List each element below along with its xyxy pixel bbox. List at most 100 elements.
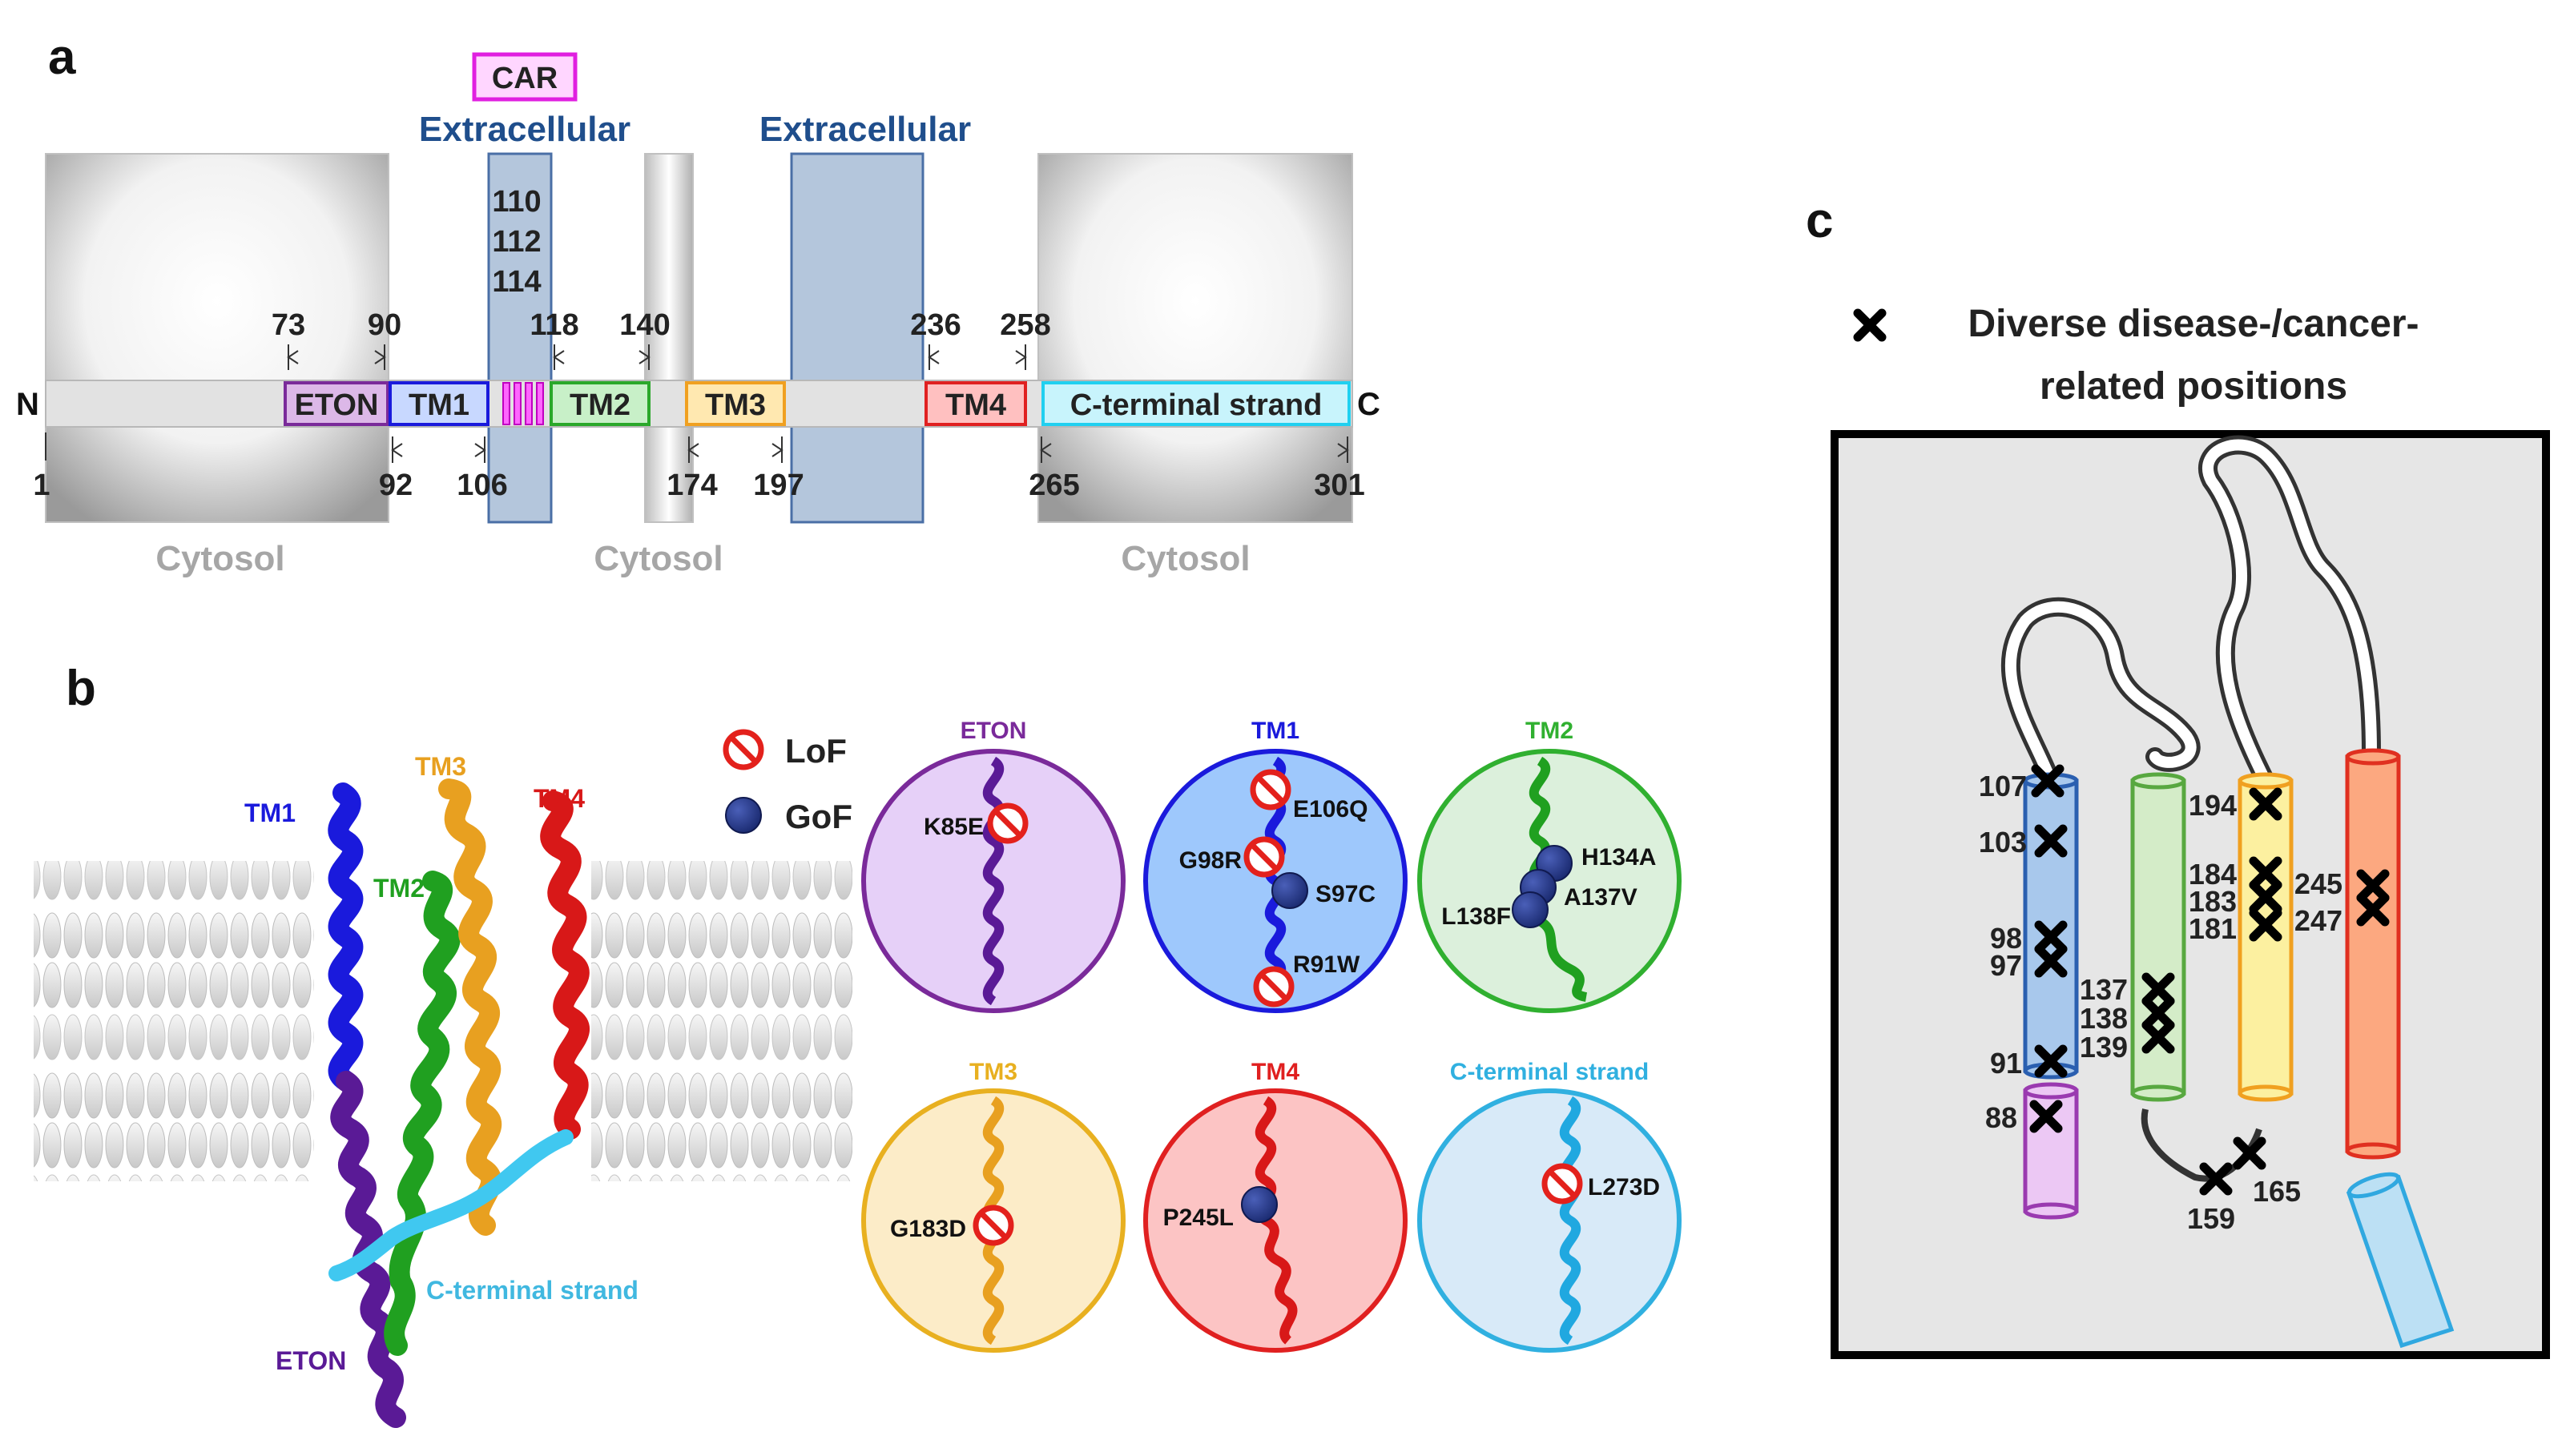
circle-title-tm3: TM3 bbox=[969, 1059, 1017, 1085]
position-91: 91 bbox=[1990, 1047, 2022, 1080]
segment-cterminal-strand-label: C-terminal strand bbox=[1070, 388, 1323, 422]
circle-title-tm1: TM1 bbox=[1251, 718, 1299, 744]
lof-legend-label: LoF bbox=[785, 732, 847, 770]
mutation-a137v: A137V bbox=[1564, 884, 1638, 911]
position-103: 103 bbox=[1979, 826, 2027, 859]
mutation-circle-tm3: TM3 G183D bbox=[861, 1059, 1126, 1353]
membrane-box bbox=[1831, 430, 2550, 1359]
circle-title-eton: ETON bbox=[961, 718, 1027, 744]
extracellular-label-2: Extracellular bbox=[759, 110, 971, 149]
car-stripes bbox=[502, 382, 544, 425]
segment-tm1-label: TM1 bbox=[409, 388, 469, 422]
cylinder-tm2 bbox=[2130, 772, 2186, 1102]
circle-title-tm4: TM4 bbox=[1251, 1059, 1299, 1085]
segment-tm4 bbox=[924, 381, 1027, 426]
bottom-position-174: 174 bbox=[667, 469, 717, 502]
car-position-114: 114 bbox=[492, 265, 541, 299]
top-position-258: 258 bbox=[1000, 308, 1050, 342]
helix-tm1 bbox=[328, 782, 364, 1092]
cytosol-label-right: Cytosol bbox=[1121, 539, 1250, 578]
range-markers-bottom bbox=[45, 432, 1349, 463]
extracellular-box-2 bbox=[790, 152, 924, 524]
range-markers-top bbox=[287, 344, 1027, 370]
gof-legend-label: GoF bbox=[785, 798, 852, 835]
legend-line-1: Diverse disease-/cancer- bbox=[1968, 303, 2419, 345]
segment-eton bbox=[284, 381, 389, 426]
lof-legend-icon bbox=[726, 732, 761, 767]
structure-label-tm1: TM1 bbox=[244, 798, 296, 827]
c-terminus-label: C bbox=[1357, 387, 1380, 422]
mutation-l138f: L138F bbox=[1441, 903, 1511, 930]
cytosol-box-left bbox=[45, 153, 389, 523]
panel-label-c: c bbox=[1806, 193, 1833, 248]
circle-title-tm2: TM2 bbox=[1525, 718, 1573, 744]
top-position-118: 118 bbox=[530, 308, 578, 342]
position-184: 184 bbox=[2189, 858, 2237, 891]
bottom-position-265: 265 bbox=[1029, 469, 1079, 502]
bottom-position-197: 197 bbox=[753, 469, 804, 502]
protein-structure bbox=[328, 778, 590, 1428]
mutation-k85e: K85E bbox=[924, 814, 984, 840]
cytosol-label-left: Cytosol bbox=[155, 539, 284, 578]
segment-tm2 bbox=[550, 381, 651, 426]
structure-label-tm3: TM3 bbox=[415, 752, 466, 781]
membrane-left bbox=[34, 861, 314, 1181]
structure-label-tm2: TM2 bbox=[373, 874, 425, 903]
cytosol-box-middle bbox=[644, 153, 694, 523]
top-position-236: 236 bbox=[910, 308, 961, 342]
panel-label-b: b bbox=[66, 661, 96, 716]
position-245: 245 bbox=[2294, 867, 2342, 900]
position-98: 98 bbox=[1990, 922, 2022, 955]
mutation-circle-tm4: TM4 P245L bbox=[1143, 1059, 1408, 1353]
helix-tm4 bbox=[540, 790, 590, 1140]
segment-tm2-label: TM2 bbox=[570, 388, 630, 422]
bottom-position-92: 92 bbox=[379, 469, 413, 502]
structure-label-tm4: TM4 bbox=[534, 784, 585, 813]
extracellular-label-1: Extracellular bbox=[419, 110, 630, 149]
cylinder-cterminal-strand bbox=[2346, 1172, 2455, 1349]
legend-x-icon bbox=[1858, 313, 1882, 337]
position-181: 181 bbox=[2189, 912, 2237, 945]
mutation-p245l: P245L bbox=[1163, 1205, 1234, 1231]
mutation-g98r: G98R bbox=[1179, 847, 1243, 874]
segment-tm4-label: TM4 bbox=[945, 388, 1006, 422]
mutation-s97c: S97C bbox=[1315, 881, 1376, 907]
n-terminus-label: N bbox=[16, 387, 39, 422]
top-position-140: 140 bbox=[619, 308, 670, 342]
top-position-90: 90 bbox=[368, 308, 401, 342]
structure-label-eton: ETON bbox=[276, 1346, 346, 1375]
bottom-position-106: 106 bbox=[457, 469, 507, 502]
car-label: CAR bbox=[492, 62, 558, 95]
mutation-circle-eton: ETON K85E bbox=[861, 718, 1126, 1013]
position-194: 194 bbox=[2189, 789, 2237, 822]
helix-cterminal-strand bbox=[328, 1129, 574, 1281]
top-position-73: 73 bbox=[272, 308, 305, 342]
helix-tm3 bbox=[438, 778, 502, 1236]
structure-label-cterminal-strand: C-terminal strand bbox=[426, 1276, 638, 1305]
position-137: 137 bbox=[2080, 973, 2128, 1006]
car-box bbox=[472, 52, 578, 102]
helix-tm2 bbox=[384, 871, 461, 1356]
mutation-circle-tm1: TM1 E106Q G98R S97C R91W bbox=[1143, 718, 1408, 1013]
position-183: 183 bbox=[2189, 885, 2237, 918]
position-247: 247 bbox=[2294, 904, 2342, 937]
position-165: 165 bbox=[2253, 1175, 2301, 1208]
legend-line-2: related positions bbox=[2040, 365, 2347, 408]
position-107: 107 bbox=[1979, 770, 2027, 802]
bottom-position-1: 1 bbox=[33, 469, 50, 502]
mutation-circle-tm2: TM2 H134A A137V L138F bbox=[1417, 718, 1682, 1013]
segment-eton-label: ETON bbox=[295, 388, 379, 422]
mutation-circle-cterminal-strand: C-terminal strand L273D bbox=[1417, 1059, 1682, 1353]
segment-tm3 bbox=[685, 381, 786, 426]
car-position-112: 112 bbox=[492, 225, 541, 259]
position-159: 159 bbox=[2187, 1202, 2235, 1235]
cytosol-label-middle: Cytosol bbox=[594, 539, 723, 578]
cylinder-tm1 bbox=[2023, 772, 2079, 1080]
mutation-e106q: E106Q bbox=[1293, 796, 1368, 823]
bottom-position-301: 301 bbox=[1314, 469, 1364, 502]
segment-cterminal-strand bbox=[1041, 381, 1351, 426]
mutation-r91w: R91W bbox=[1293, 951, 1360, 978]
mutation-l273d: L273D bbox=[1588, 1174, 1660, 1201]
position-139: 139 bbox=[2080, 1031, 2128, 1064]
